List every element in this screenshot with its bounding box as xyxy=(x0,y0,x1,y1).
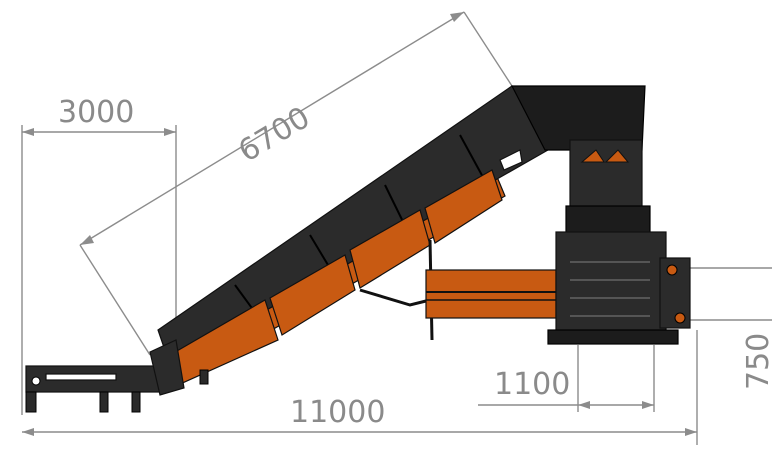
dim-label-1100: 1100 xyxy=(494,367,570,402)
dim-label-750: 750 xyxy=(741,333,772,390)
dimension-1100: 1100 xyxy=(478,345,655,412)
dim-label-6700: 6700 xyxy=(233,100,316,169)
feed-frame xyxy=(25,365,167,413)
dim-label-11000: 11000 xyxy=(290,395,385,430)
hydraulic-ram xyxy=(425,269,557,319)
dimension-3000: 3000 xyxy=(21,95,177,415)
baler-body xyxy=(547,139,691,345)
inclined-conveyor xyxy=(149,85,646,396)
dimension-750: 750 xyxy=(680,267,772,390)
dim-label-3000: 3000 xyxy=(58,95,134,130)
dimension-11000: 11000 xyxy=(22,330,698,445)
